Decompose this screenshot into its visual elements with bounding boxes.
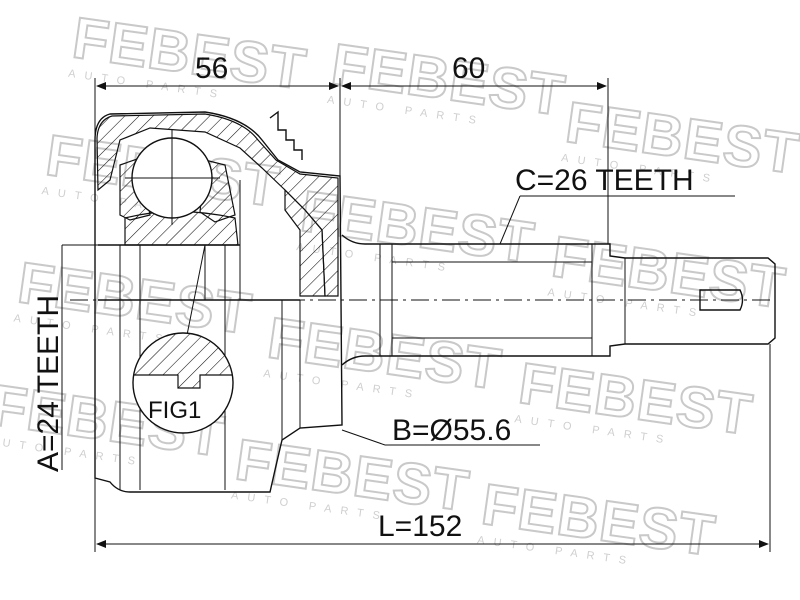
callout-abs-diameter: B=Ø55.6	[341, 414, 540, 447]
dim-L-label: L=152	[378, 510, 462, 543]
dim-60-label: 60	[452, 52, 485, 85]
abs-ring-top	[269, 110, 303, 160]
shaft-outline	[341, 234, 776, 366]
abs-diameter-label: B=Ø55.6	[392, 414, 511, 447]
fig1-label: FIG1	[148, 397, 201, 424]
dimension-top-left: 56	[94, 52, 341, 176]
outer-spline-leader	[499, 195, 521, 245]
fig1-leader	[184, 244, 206, 346]
callout-outer-spline: C=26 TEETH	[499, 164, 735, 245]
housing-section-top	[96, 113, 339, 297]
keyway	[699, 289, 744, 311]
fig1-section	[133, 333, 233, 389]
dim-56-label: 56	[195, 52, 228, 85]
neck-section	[284, 188, 326, 297]
dimension-overall: L=152	[94, 344, 771, 552]
outer-spline-label: C=26 TEETH	[515, 164, 694, 197]
dimension-top-right: 60	[341, 52, 609, 244]
inner-spline-label: A=24 TEETH	[32, 295, 65, 472]
cv-shaft	[341, 234, 776, 366]
abs-diameter-leader	[341, 429, 386, 446]
fig1-detail: FIG1	[132, 244, 234, 434]
cv-joint-body	[94, 110, 343, 493]
callout-inner-spline: A=24 TEETH	[32, 244, 100, 472]
